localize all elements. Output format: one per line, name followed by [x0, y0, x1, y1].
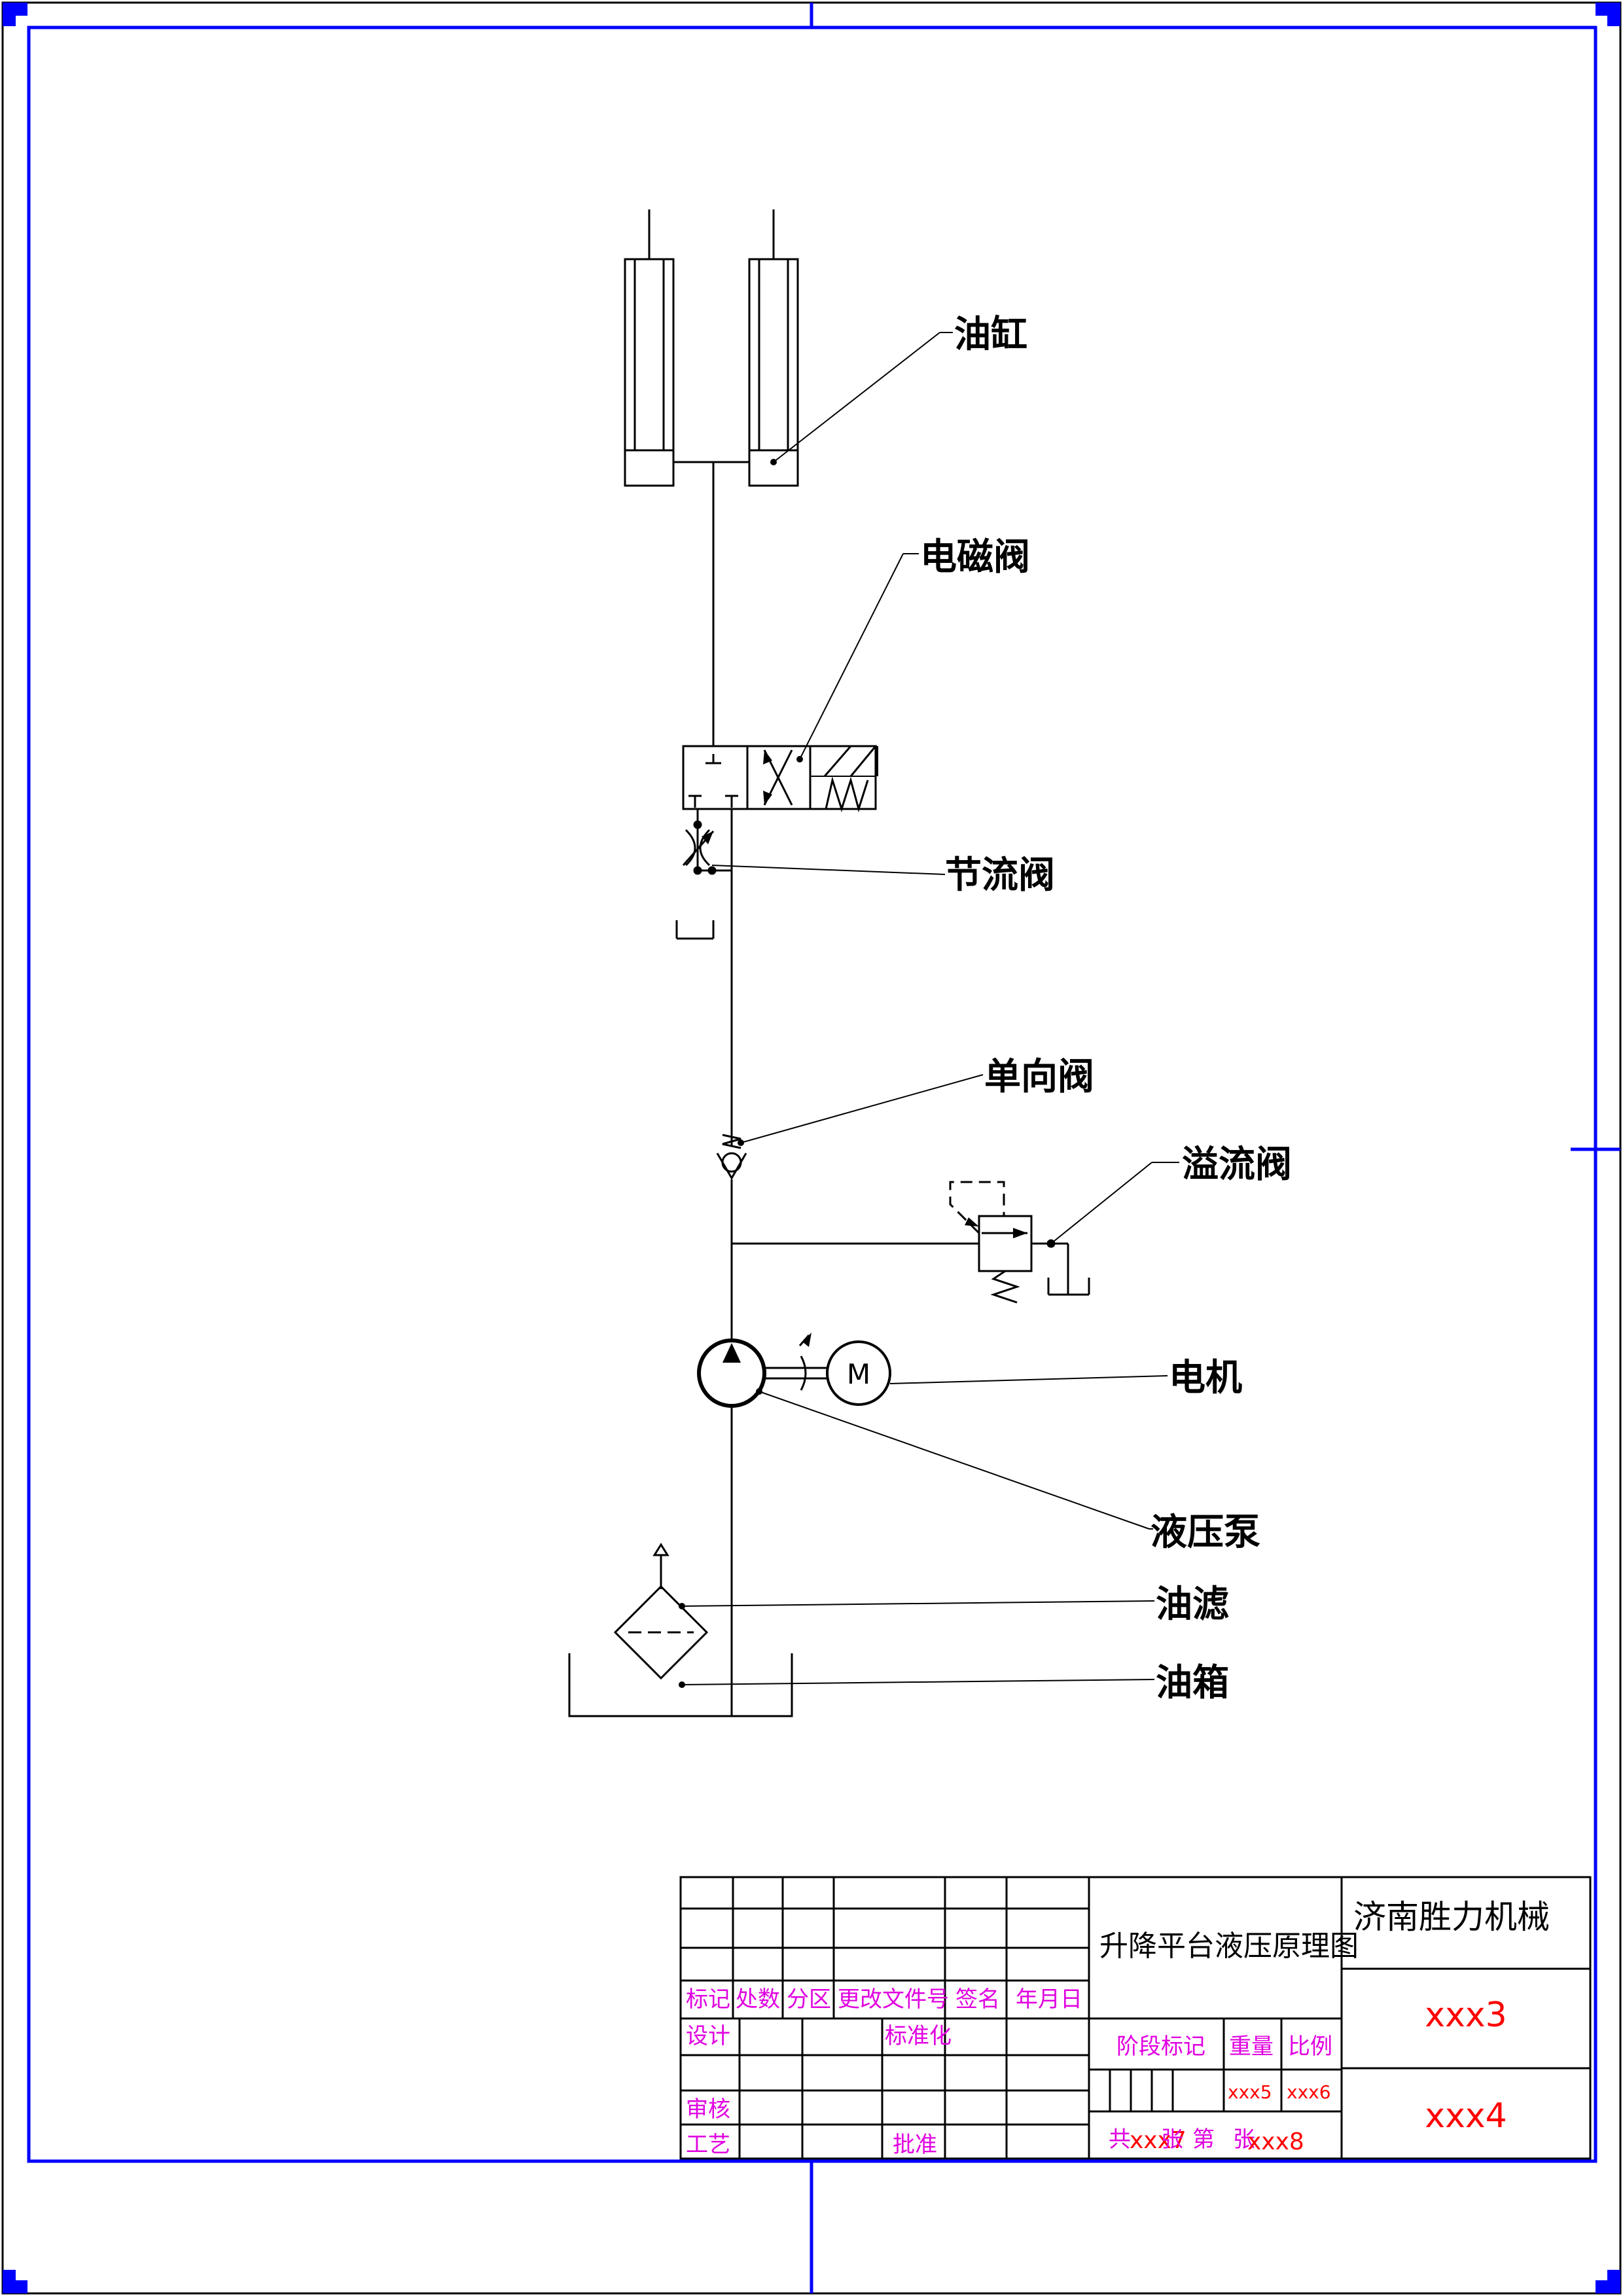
throttle-valve — [675, 809, 732, 940]
oil-filter — [613, 1543, 709, 1680]
label-solenoid-valve: 电磁阀 — [920, 536, 1030, 579]
tb-standardize: 标准化 — [885, 2023, 952, 2049]
tb-design: 设计 — [686, 2023, 730, 2049]
tb-sheet-prefix: 第 — [1192, 2126, 1215, 2153]
drawing-title: 升降平台液压原理图 — [1099, 1929, 1359, 1963]
label-check-valve: 单向阀 — [984, 1056, 1094, 1098]
tb-header-mark: 标记 — [686, 1986, 730, 2013]
electric-motor — [826, 1340, 891, 1406]
oil-tank — [568, 1653, 793, 1717]
tb-weight: 重量 — [1229, 2034, 1274, 2060]
relief-valve — [732, 1181, 1090, 1304]
tb-header-sign: 签名 — [955, 1986, 1000, 2013]
cylinder-left — [624, 209, 675, 487]
sheet-number: xxx8 — [1247, 2128, 1304, 2155]
label-cylinder: 油缸 — [954, 314, 1027, 356]
tb-header-change-doc: 更改文件号 — [838, 1986, 949, 2013]
title-block — [679, 1876, 1592, 2160]
tb-total-suffix: 张 — [1161, 2126, 1183, 2153]
cylinder-right — [748, 209, 799, 487]
tb-sheet-suffix: 张 — [1233, 2126, 1255, 2153]
corner-marks — [3, 3, 1620, 2293]
solenoid-valve — [682, 745, 878, 813]
hydraulic-pump — [697, 1333, 827, 1408]
tb-scale: 比例 — [1288, 2034, 1332, 2060]
total-sheets: xxx7 — [1130, 2127, 1186, 2154]
code-2: xxx4 — [1425, 2096, 1507, 2136]
leader-lines — [681, 332, 1179, 1685]
company-name: 济南胜力机械 — [1353, 1898, 1550, 1936]
pressure-line — [673, 461, 749, 1716]
tb-process: 工艺 — [686, 2132, 730, 2158]
label-motor: 电机 — [1169, 1357, 1242, 1399]
tb-total-prefix: 共 — [1109, 2126, 1131, 2153]
tb-approve: 批准 — [893, 2132, 937, 2158]
label-relief-valve: 溢流阀 — [1182, 1143, 1292, 1186]
tb-review: 审核 — [686, 2096, 730, 2123]
tb-header-date: 年月日 — [1016, 1986, 1082, 2013]
motor-symbol: M — [847, 1358, 870, 1390]
check-valve — [716, 1134, 747, 1180]
tb-stage-mark: 阶段标记 — [1116, 2034, 1205, 2060]
code-1: xxx3 — [1425, 1996, 1507, 2035]
weight-value: xxx5 — [1228, 2081, 1272, 2103]
label-pump: 液压泵 — [1150, 1511, 1260, 1554]
scale-value: xxx6 — [1287, 2081, 1331, 2103]
tb-header-count: 处数 — [736, 1986, 780, 2013]
label-filter: 油滤 — [1156, 1583, 1229, 1626]
label-throttle-valve: 节流阀 — [945, 854, 1055, 897]
label-tank: 油箱 — [1156, 1662, 1229, 1704]
tb-header-zone: 分区 — [787, 1986, 831, 2013]
